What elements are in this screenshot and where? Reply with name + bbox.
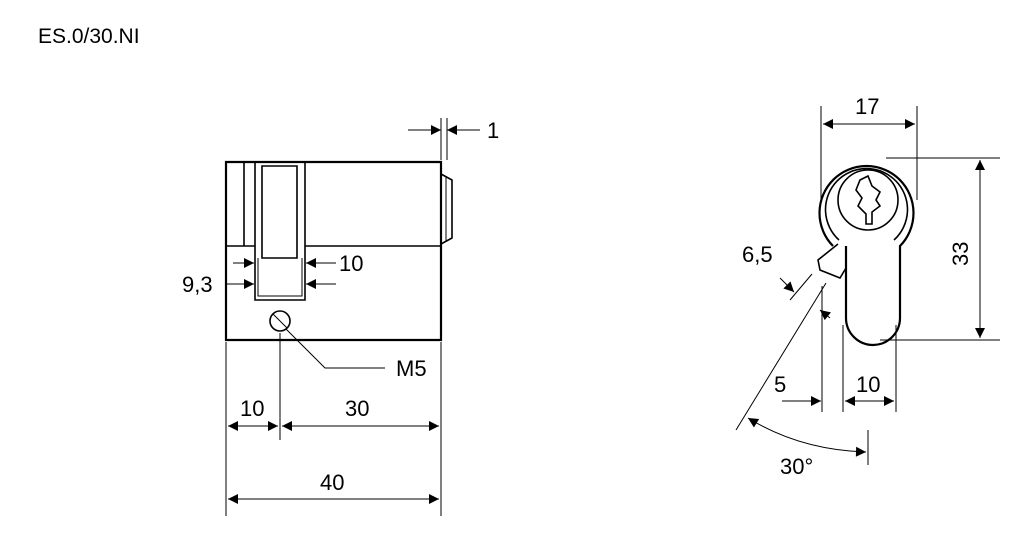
- dim-left: 10: [240, 396, 264, 421]
- drawing-title: ES.0/30.NI: [38, 25, 140, 48]
- dim-right: 30: [345, 396, 369, 421]
- dim-angle: 30°: [780, 454, 813, 479]
- screw-label: M5: [396, 356, 427, 381]
- cylinder-profile: [818, 165, 915, 347]
- dim-cam-width: 10: [339, 251, 363, 276]
- dim-ten: 10: [856, 372, 880, 397]
- cylinder-body-outline: [224, 160, 443, 342]
- screw-leader: [285, 328, 385, 369]
- cam-slot: [254, 162, 306, 301]
- dim-five: 5: [774, 372, 786, 397]
- dim-total: 40: [320, 470, 344, 495]
- front-view: 17 33 6,5 30° 5 10: [735, 94, 1000, 479]
- screw-hole: [269, 310, 291, 332]
- dim-width: 17: [855, 94, 879, 119]
- angle-arc: [747, 417, 867, 457]
- dim-top-gap: 1: [487, 118, 499, 143]
- cam: [817, 243, 847, 279]
- plug: [837, 169, 899, 231]
- dim-cam: 6,5: [742, 242, 773, 267]
- dim-cam-offset: 9,3: [182, 272, 213, 297]
- dim-height: 33: [948, 242, 973, 266]
- side-view: M5 1 10 9,3 10 30 40: [182, 118, 499, 516]
- keyway-icon: [855, 174, 882, 225]
